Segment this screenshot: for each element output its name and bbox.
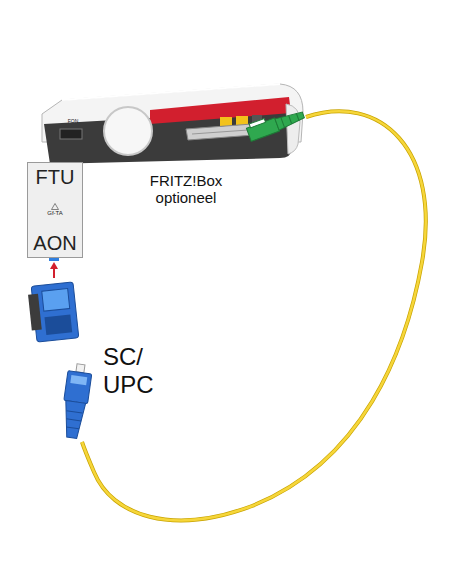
- insert-arrow: [49, 256, 59, 278]
- router-illustration: [42, 84, 303, 164]
- warning-symbol: [51, 203, 59, 210]
- box-heading: FTU: [36, 166, 75, 188]
- fibre-cable: [82, 111, 426, 520]
- port-label: FON: [60, 119, 86, 125]
- sc-connector: [59, 363, 93, 440]
- lc-connector: [245, 106, 305, 142]
- fibre-cable-core: [82, 111, 426, 520]
- ftu-box: FTU Gf-TA AON: [27, 162, 83, 258]
- device-label: FRITZ!Box optioneel: [138, 172, 234, 207]
- box-heading: AON: [33, 232, 76, 254]
- type-code: Gf-TA: [47, 210, 63, 217]
- connector-label: SC/ UPC: [103, 343, 161, 398]
- sc-coupler: [27, 282, 79, 343]
